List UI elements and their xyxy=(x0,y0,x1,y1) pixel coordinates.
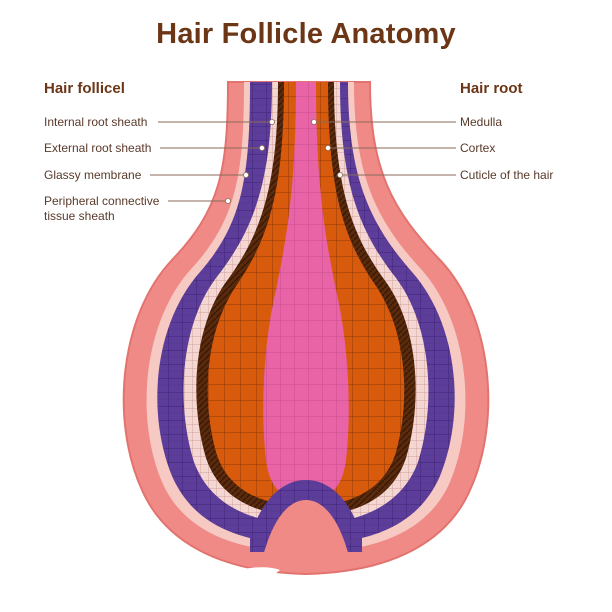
label-cuticle: Cuticle of the hair xyxy=(460,168,554,182)
label-glassy-membrane: Glassy membrane xyxy=(44,168,142,182)
label-medulla: Medulla xyxy=(460,115,503,129)
marker-connective-sheath xyxy=(224,197,231,204)
marker-cortex xyxy=(324,144,331,151)
diagram-title: Hair Follicle Anatomy xyxy=(156,18,456,50)
label-external-root-sheath: External root sheath xyxy=(44,141,152,155)
dermal-papilla xyxy=(262,500,350,571)
marker-cuticle xyxy=(336,171,343,178)
marker-internal-root-sheath xyxy=(268,119,275,126)
hair-root-heading: Hair root xyxy=(460,80,523,97)
marker-external-root-sheath xyxy=(258,144,265,151)
hair-medulla xyxy=(263,82,349,500)
hair-follicle-heading: Hair follicel xyxy=(44,80,125,97)
marker-medulla xyxy=(310,119,317,126)
label-connective-sheath-line2: tissue sheath xyxy=(44,209,115,223)
label-cortex: Cortex xyxy=(460,141,496,155)
label-internal-root-sheath: Internal root sheath xyxy=(44,115,148,129)
label-connective-sheath-line1: Peripheral connective xyxy=(44,194,160,208)
marker-glassy-membrane xyxy=(242,171,249,178)
